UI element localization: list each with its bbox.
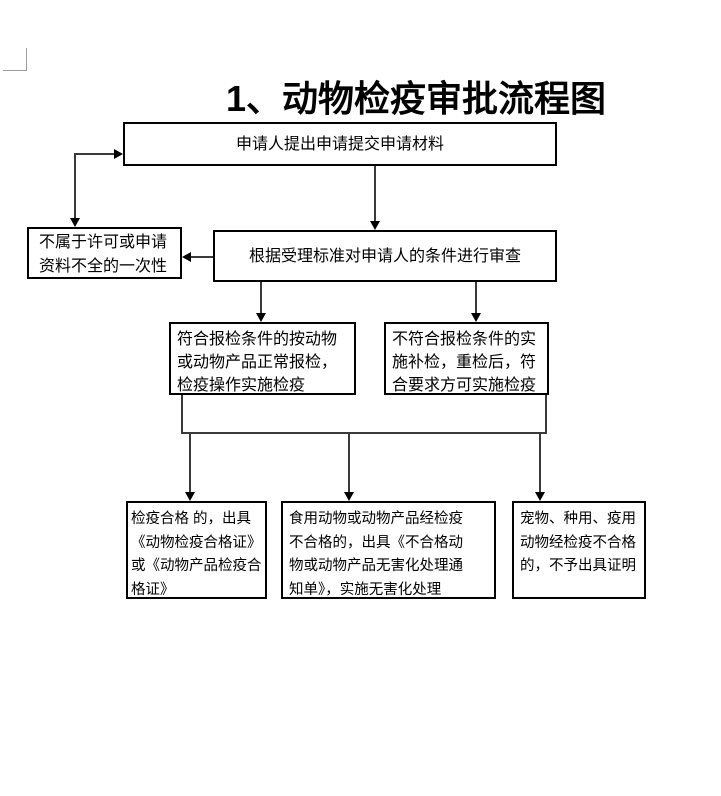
connector-drop-disposal bbox=[348, 434, 350, 493]
connector-notice-apply-vertical bbox=[74, 153, 76, 219]
connector-review-qualified bbox=[260, 282, 262, 315]
flow-node-pass-certificate: 检疫合格 的，出具 《动物检疫合格证》 或《动物产品检疫合 格证》 bbox=[126, 501, 267, 599]
connector-apply-review bbox=[374, 166, 376, 222]
arrowhead-into-apply bbox=[114, 149, 123, 159]
arrowhead-into-notice-right bbox=[182, 252, 191, 262]
connector-notice-apply-horizontal bbox=[75, 153, 115, 155]
arrowhead-into-disposal bbox=[344, 492, 354, 501]
flow-node-review: 根据受理标准对申请人的条件进行审查 bbox=[213, 230, 557, 282]
flow-node-qualified-inspection: 符合报检条件的按动物 或动物产品正常报检， 检疫操作实施检疫 bbox=[169, 322, 356, 395]
distribution-bar bbox=[181, 432, 547, 434]
connector-drop-nocert bbox=[539, 434, 541, 493]
arrowhead-into-unqualified bbox=[471, 313, 481, 322]
page-margin-mark-horizontal bbox=[3, 70, 27, 71]
flow-node-apply: 申请人提出申请提交申请材料 bbox=[123, 122, 557, 166]
page-margin-mark-vertical bbox=[26, 48, 27, 71]
arrowhead-into-pass bbox=[185, 492, 195, 501]
arrowhead-into-notice-top bbox=[70, 218, 80, 227]
connector-review-notice bbox=[190, 256, 213, 258]
arrowhead-into-qualified bbox=[256, 313, 266, 322]
flow-node-pet-no-certificate: 宠物、种用、疫用 动物经检疫不合格 的，不予出具证明 bbox=[512, 501, 646, 599]
connector-unqualified-down bbox=[545, 395, 547, 434]
arrowhead-into-nocert bbox=[535, 492, 545, 501]
arrowhead-into-review bbox=[370, 221, 380, 230]
flow-node-one-time-notice: 不属于许可或申请 资料不全的一次性 bbox=[27, 227, 182, 279]
flow-node-food-animal-disposal: 食用动物或动物产品经检疫 不合格的，出具《不合格动 物或动物产品无害化处理通 知… bbox=[281, 501, 496, 599]
connector-qualified-down bbox=[181, 395, 183, 434]
connector-drop-pass bbox=[189, 434, 191, 493]
page-title: 1、动物检疫审批流程图 bbox=[226, 78, 607, 119]
connector-review-unqualified bbox=[475, 282, 477, 315]
flow-node-unqualified-reinspection: 不符合报检条件的实 施补检，重检后，符 合要求方可实施检疫 bbox=[384, 322, 549, 395]
